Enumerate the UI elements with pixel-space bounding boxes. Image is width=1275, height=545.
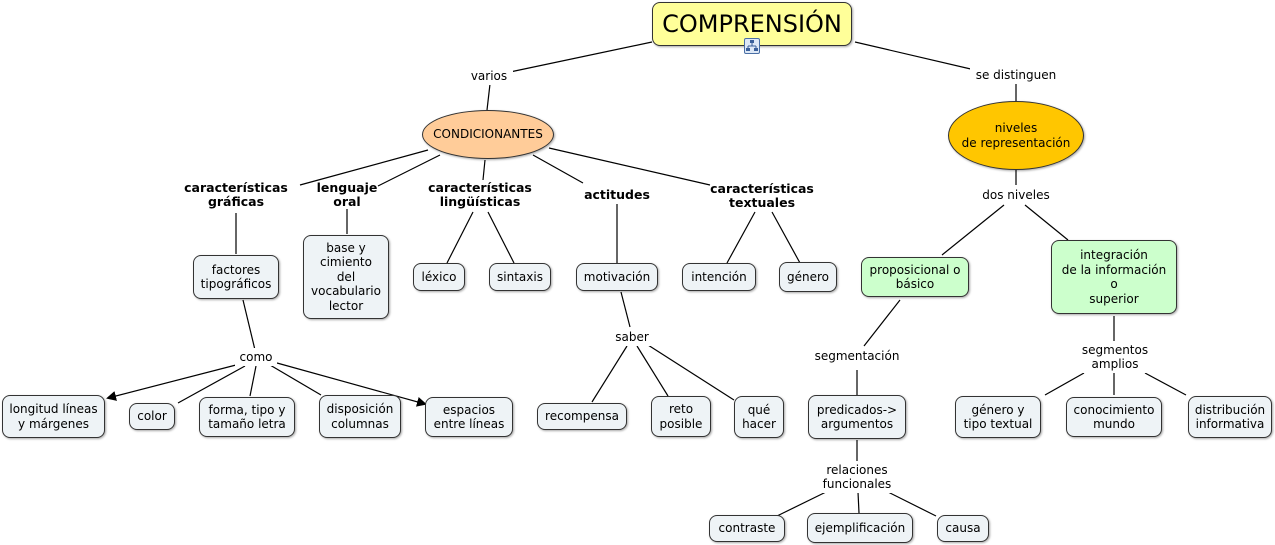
link-varios: varios bbox=[465, 67, 513, 85]
concept-motivacion[interactable]: motivación bbox=[576, 263, 658, 291]
concept-intencion[interactable]: intención bbox=[682, 263, 756, 291]
link-saber: saber bbox=[610, 328, 654, 346]
concept-map-icon[interactable] bbox=[744, 38, 760, 54]
edge bbox=[941, 204, 1005, 256]
concept-espacios-entre-lineas[interactable]: espacios entre líneas bbox=[425, 397, 513, 437]
concept-caracteristicas-textuales[interactable]: características textuales bbox=[710, 180, 814, 210]
concept-integracion-superior[interactable]: integración de la información o superior bbox=[1051, 240, 1177, 314]
edge bbox=[532, 154, 584, 184]
concept-color[interactable]: color bbox=[129, 403, 175, 430]
edge bbox=[1144, 372, 1187, 396]
concept-forma-tipo-tamano[interactable]: forma, tipo y tamaño letra bbox=[199, 397, 295, 437]
edge bbox=[591, 345, 628, 403]
concept-reto-posible[interactable]: reto posible bbox=[651, 396, 711, 437]
concept-proposicional-o-basico[interactable]: proposicional o básico bbox=[861, 257, 969, 297]
edge bbox=[249, 365, 257, 397]
concept-caracteristicas-graficas[interactable]: características gráficas bbox=[184, 179, 288, 209]
concept-disposicion-columnas[interactable]: disposición columnas bbox=[319, 395, 401, 438]
edge bbox=[106, 364, 237, 401]
edge bbox=[177, 365, 246, 404]
concept-base-y-cimiento[interactable]: base y cimiento del vocabulario lector bbox=[303, 235, 389, 319]
link-relaciones-funcionales: relaciones funcionales bbox=[815, 461, 899, 493]
link-se-distinguen: se distinguen bbox=[970, 66, 1062, 84]
edge bbox=[486, 83, 491, 111]
edge bbox=[509, 41, 653, 73]
concept-genero[interactable]: género bbox=[779, 262, 837, 292]
concept-actitudes[interactable]: actitudes bbox=[584, 186, 650, 202]
edge bbox=[276, 362, 427, 407]
link-como: como bbox=[235, 348, 277, 366]
edge bbox=[726, 211, 756, 264]
concept-ejemplificacion[interactable]: ejemplificación bbox=[807, 513, 913, 543]
concept-recompensa[interactable]: recompensa bbox=[537, 403, 627, 430]
concept-contraste[interactable]: contraste bbox=[709, 515, 785, 542]
edge bbox=[776, 491, 827, 517]
concept-lexico[interactable]: léxico bbox=[413, 263, 465, 291]
concept-causa[interactable]: causa bbox=[937, 515, 989, 542]
concept-caracteristicas-linguisticas[interactable]: características lingüísticas bbox=[428, 179, 532, 209]
link-segmentos-amplios: segmentos amplios bbox=[1070, 341, 1160, 373]
edge bbox=[636, 345, 669, 397]
concept-conocimiento-mundo[interactable]: conocimiento mundo bbox=[1066, 397, 1162, 437]
edge bbox=[482, 159, 486, 181]
edge bbox=[548, 147, 711, 186]
edge bbox=[887, 491, 937, 517]
edge bbox=[1044, 372, 1085, 396]
edge bbox=[620, 291, 631, 328]
concept-distribucion-informativa[interactable]: distribución informativa bbox=[1188, 396, 1272, 438]
concept-longitud-lineas[interactable]: longitud líneas y márgenes bbox=[2, 395, 105, 438]
edge bbox=[299, 149, 429, 186]
concept-factores-tipograficos[interactable]: factores tipográficos bbox=[193, 255, 279, 299]
edge bbox=[377, 154, 441, 187]
link-dos-niveles: dos niveles bbox=[976, 186, 1056, 204]
concept-niveles-de-representacion[interactable]: niveles de representación bbox=[948, 101, 1084, 170]
edge bbox=[647, 344, 735, 401]
edge bbox=[242, 299, 256, 351]
concept-genero-tipo-textual[interactable]: género y tipo textual bbox=[955, 396, 1041, 438]
edge bbox=[446, 211, 474, 264]
edge bbox=[854, 41, 976, 71]
edge bbox=[857, 491, 860, 514]
edge bbox=[487, 211, 515, 264]
concept-condicionantes[interactable]: CONDICIONANTES bbox=[422, 110, 554, 159]
edge bbox=[863, 299, 901, 347]
concept-lenguaje-oral[interactable]: lenguaje oral bbox=[316, 179, 378, 209]
concept-predicados-argumentos[interactable]: predicados-> argumentos bbox=[808, 395, 906, 439]
edge bbox=[1024, 204, 1069, 241]
link-segmentacion: segmentación bbox=[810, 347, 904, 365]
edge bbox=[269, 364, 322, 396]
concept-sintaxis[interactable]: sintaxis bbox=[489, 263, 551, 291]
concept-que-hacer[interactable]: qué hacer bbox=[734, 396, 784, 438]
edge bbox=[771, 211, 801, 264]
